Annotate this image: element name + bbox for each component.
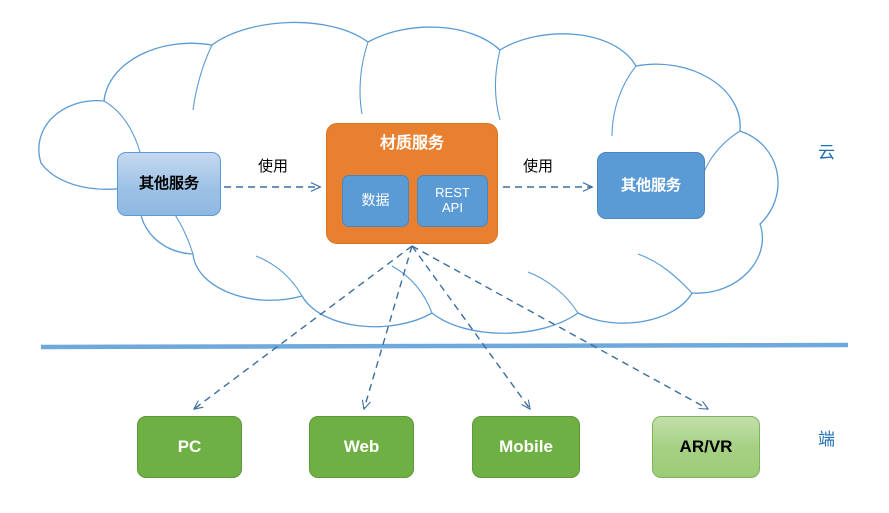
node-material-service[interactable]: 材质服务 数据 REST API xyxy=(326,123,498,244)
node-client-arvr[interactable]: AR/VR xyxy=(652,416,760,478)
node-material-service-data[interactable]: 数据 xyxy=(342,175,409,227)
node-other-service-left-label: 其他服务 xyxy=(138,175,199,193)
node-other-service-left[interactable]: 其他服务 xyxy=(117,152,221,216)
tier-divider-line xyxy=(40,342,849,350)
arrow-service-to-arvr xyxy=(411,245,708,409)
tier-label-client: 端 xyxy=(818,430,835,449)
node-material-service-title: 材质服务 xyxy=(379,135,444,152)
tier-label-cloud: 云 xyxy=(818,143,835,162)
arrow-service-to-mobile xyxy=(411,245,530,409)
edge-label-use-right: 使用 xyxy=(523,158,554,175)
node-client-web[interactable]: Web xyxy=(309,416,414,478)
node-material-service-rest-api[interactable]: REST API xyxy=(417,175,488,227)
node-material-service-data-label: 数据 xyxy=(361,192,390,209)
arrow-service-to-pc xyxy=(194,245,413,409)
node-client-mobile-label: Mobile xyxy=(499,437,553,457)
edge-label-use-left: 使用 xyxy=(258,158,289,175)
node-other-service-right[interactable]: 其他服务 xyxy=(597,152,705,219)
arrow-service-to-web xyxy=(364,245,413,409)
node-client-web-label: Web xyxy=(343,437,380,457)
node-client-mobile[interactable]: Mobile xyxy=(472,416,580,478)
node-client-arvr-label: AR/VR xyxy=(679,437,733,457)
node-client-pc-label: PC xyxy=(177,437,202,457)
node-material-service-rest-api-label: REST API xyxy=(435,185,470,215)
node-other-service-right-label: 其他服务 xyxy=(620,176,681,194)
node-client-pc[interactable]: PC xyxy=(137,416,242,478)
